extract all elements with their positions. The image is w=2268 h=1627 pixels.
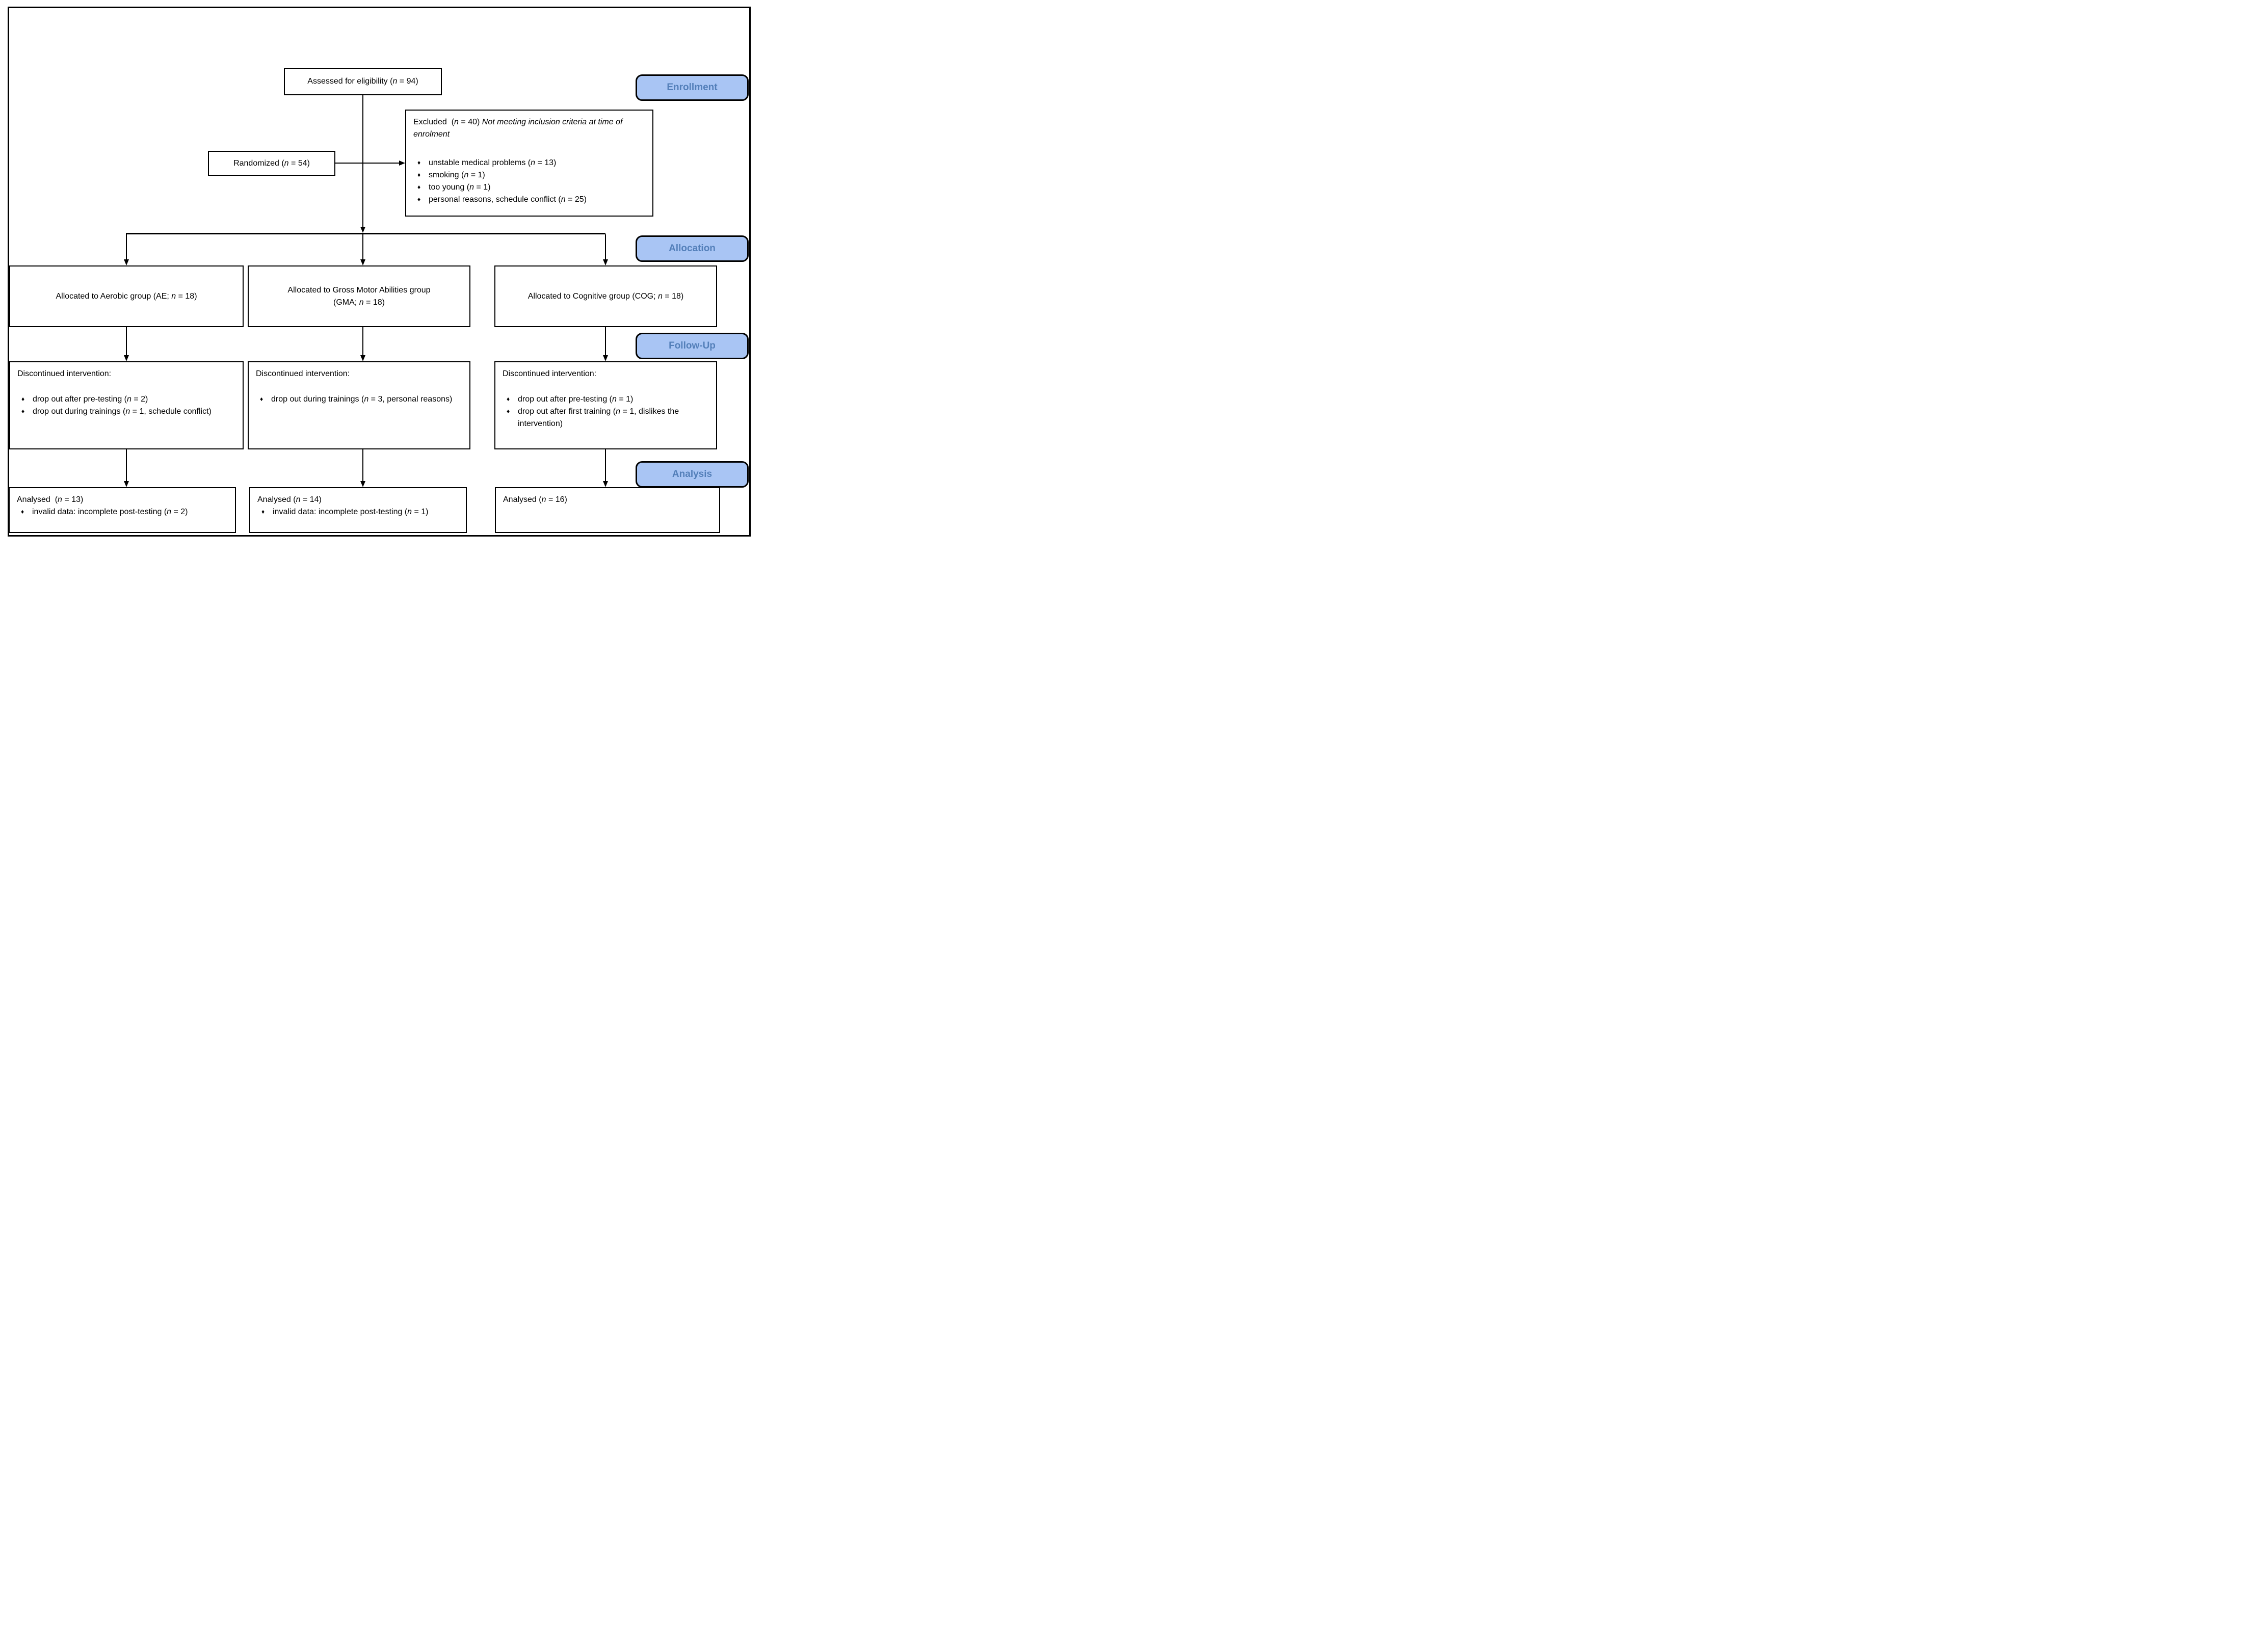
- allocation-box-ae: Allocated to Aerobic group (AE; n = 18): [9, 265, 244, 327]
- connector-split-to-ae-line: [126, 234, 127, 259]
- stage-badge-allocation: Allocation: [636, 235, 749, 262]
- bullet-item: ♦ drop out after first training (n = 1, …: [503, 406, 709, 430]
- excluded-box: Excluded (n = 40) Not meeting inclusion …: [405, 110, 653, 217]
- randomized-text: Randomized (n = 54): [233, 158, 310, 168]
- allocation-cog-text: Allocated to Cognitive group (COG; n = 1…: [528, 291, 684, 301]
- bullet-item: ♦ invalid data: incomplete post-testing …: [257, 506, 459, 518]
- connector-gma-to-analysis-line: [362, 449, 363, 481]
- bullet-text: too young (n = 1): [429, 183, 491, 192]
- stage-badge-label: Follow-Up: [669, 340, 716, 351]
- bullet-item: ♦ personal reasons, schedule conflict (n…: [413, 194, 645, 206]
- allocation-gma-text-line2: (GMA; n = 18): [333, 298, 385, 307]
- diamond-bullet-icon: ♦: [507, 395, 510, 403]
- bullet-text: drop out after pre-testing (n = 1): [518, 395, 634, 404]
- arrowhead-down-icon: [124, 481, 129, 487]
- bullet-item: ♦ drop out after pre-testing (n = 2): [17, 393, 235, 406]
- bullet-item: ♦ unstable medical problems (n = 13): [413, 157, 645, 169]
- bullet-text: smoking (n = 1): [429, 171, 485, 179]
- diamond-bullet-icon: ♦: [21, 508, 24, 515]
- followup-box-cog: Discontinued intervention: ♦ drop out af…: [494, 361, 717, 449]
- bullet-text: personal reasons, schedule conflict (n =…: [429, 195, 587, 204]
- bullet-text: invalid data: incomplete post-testing (n…: [273, 508, 429, 516]
- diamond-bullet-icon: ♦: [417, 183, 421, 191]
- bullet-text: drop out after first training (n = 1, di…: [518, 407, 679, 428]
- analysis-cog-title: Analysed (n = 16): [503, 495, 567, 504]
- stage-badge-analysis: Analysis: [636, 461, 749, 488]
- connector-assessed-down-line: [362, 95, 363, 227]
- arrowhead-down-icon: [124, 259, 129, 265]
- connector-cog-to-analysis-line: [605, 449, 606, 481]
- bullet-text: invalid data: incomplete post-testing (n…: [32, 508, 188, 516]
- arrowhead-down-icon: [360, 227, 365, 233]
- stage-badge-label: Analysis: [672, 469, 713, 479]
- stage-badge-label: Allocation: [669, 243, 716, 254]
- bullet-item: ♦ invalid data: incomplete post-testing …: [17, 506, 228, 518]
- followup-gma-title: Discontinued intervention:: [256, 369, 350, 378]
- diamond-bullet-icon: ♦: [260, 395, 263, 403]
- stage-badge-label: Enrollment: [667, 82, 718, 93]
- assessed-box: Assessed for eligibility (n = 94): [284, 68, 442, 95]
- followup-cog-title: Discontinued intervention:: [503, 369, 597, 378]
- connector-split-to-gma-line: [362, 234, 363, 259]
- connector-cog-to-followup-line: [605, 327, 606, 355]
- stage-badge-followup: Follow-Up: [636, 333, 749, 359]
- arrowhead-down-icon: [360, 355, 365, 361]
- arrowhead-down-icon: [603, 355, 608, 361]
- arrowhead-down-icon: [360, 481, 365, 487]
- bullet-item: ♦ drop out during trainings (n = 1, sche…: [17, 406, 235, 418]
- arrowhead-down-icon: [124, 355, 129, 361]
- bullet-item: ♦ drop out after pre-testing (n = 1): [503, 393, 709, 406]
- analysis-box-ae: Analysed (n = 13) ♦ invalid data: incomp…: [9, 487, 236, 533]
- analysis-gma-title: Analysed (n = 14): [257, 495, 322, 504]
- diamond-bullet-icon: ♦: [21, 408, 25, 415]
- followup-ae-title: Discontinued intervention:: [17, 369, 112, 378]
- diamond-bullet-icon: ♦: [21, 395, 25, 403]
- randomized-box: Randomized (n = 54): [208, 151, 335, 176]
- diamond-bullet-icon: ♦: [417, 171, 421, 178]
- bullet-item: ♦ smoking (n = 1): [413, 169, 645, 181]
- connector-allocation-splitter-line: [126, 233, 605, 234]
- arrowhead-down-icon: [603, 259, 608, 265]
- arrowhead-down-icon: [603, 481, 608, 487]
- bullet-item: ♦ drop out during trainings (n = 3, pers…: [256, 393, 462, 406]
- diamond-bullet-icon: ♦: [417, 159, 421, 166]
- connector-split-to-cog-line: [605, 234, 606, 259]
- bullet-item: ♦ too young (n = 1): [413, 181, 645, 194]
- bullet-text: unstable medical problems (n = 13): [429, 158, 557, 167]
- stage-badge-enrollment: Enrollment: [636, 74, 749, 101]
- arrowhead-right-icon: [399, 161, 405, 166]
- diamond-bullet-icon: ♦: [417, 196, 421, 203]
- allocation-box-cog: Allocated to Cognitive group (COG; n = 1…: [494, 265, 717, 327]
- analysis-ae-title: Analysed (n = 13): [17, 495, 84, 504]
- followup-box-ae: Discontinued intervention: ♦ drop out af…: [9, 361, 244, 449]
- analysis-box-cog: Analysed (n = 16): [495, 487, 720, 533]
- connector-gma-to-followup-line: [362, 327, 363, 355]
- followup-box-gma: Discontinued intervention: ♦ drop out du…: [248, 361, 470, 449]
- diamond-bullet-icon: ♦: [507, 408, 510, 415]
- bullet-text: drop out during trainings (n = 3, person…: [271, 395, 453, 404]
- excluded-title: Excluded (n = 40) Not meeting inclusion …: [413, 118, 623, 139]
- connector-ae-to-followup-line: [126, 327, 127, 355]
- allocation-gma-text-line1: Allocated to Gross Motor Abilities group: [287, 285, 431, 295]
- allocation-ae-text: Allocated to Aerobic group (AE; n = 18): [56, 291, 197, 301]
- arrowhead-down-icon: [360, 259, 365, 265]
- consort-flow-diagram: Enrollment Allocation Follow-Up Analysis…: [0, 0, 756, 542]
- bullet-text: drop out after pre-testing (n = 2): [33, 395, 148, 404]
- allocation-box-gma: Allocated to Gross Motor Abilities group…: [248, 265, 470, 327]
- assessed-text: Assessed for eligibility (n = 94): [307, 77, 418, 86]
- bullet-text: drop out during trainings (n = 1, schedu…: [33, 407, 212, 416]
- diamond-bullet-icon: ♦: [261, 508, 265, 515]
- analysis-box-gma: Analysed (n = 14) ♦ invalid data: incomp…: [249, 487, 467, 533]
- connector-ae-to-analysis-line: [126, 449, 127, 481]
- connector-randomized-to-excluded-line: [335, 163, 399, 164]
